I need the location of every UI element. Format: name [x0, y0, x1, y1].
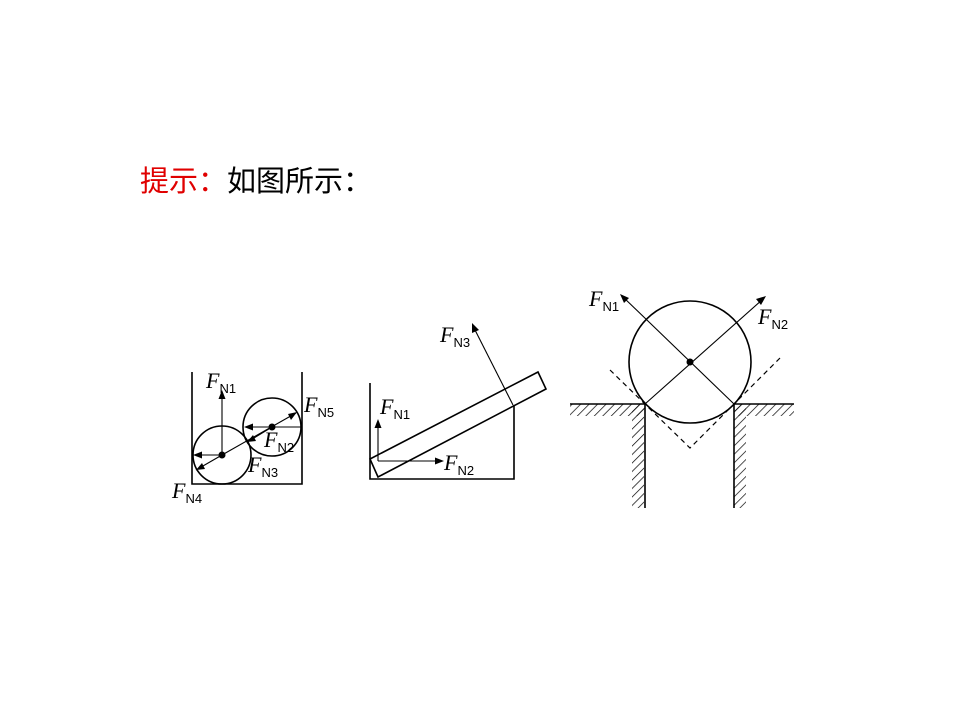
arrowhead	[756, 296, 766, 305]
label-fn4: FN4	[171, 478, 202, 506]
label-fn1: FN1	[588, 286, 619, 314]
ball	[628, 300, 752, 424]
rod-in-container-diagram: FN3 FN1 FN2	[368, 322, 548, 480]
label-fn2: FN2	[263, 427, 294, 455]
container	[369, 383, 515, 480]
label-fn3: FN3	[247, 452, 278, 480]
arrowhead	[435, 457, 444, 465]
force-line-fn1	[621, 295, 735, 405]
label-fn2: FN2	[443, 450, 474, 478]
two-balls-diagram: FN1 FN5 FN2 FN3 FN4	[171, 368, 334, 506]
arrowhead	[196, 463, 205, 470]
label-fn1: FN1	[379, 394, 410, 422]
container	[191, 372, 303, 485]
label-fn5: FN5	[303, 392, 334, 420]
ground-hatch-right	[734, 404, 794, 416]
wall-hatch-right	[734, 404, 746, 508]
hint-label: 提示：	[140, 166, 228, 198]
wall-hatch-left	[632, 404, 644, 508]
ground-hatch-left	[570, 404, 645, 416]
label-fn1: FN1	[205, 368, 236, 396]
arrowhead	[247, 435, 256, 442]
ball-on-slot-diagram: FN1 FN2	[570, 286, 794, 508]
hint-line: 提示：如图所示：	[140, 162, 372, 202]
arrowhead	[244, 423, 253, 431]
arrowhead	[620, 294, 629, 303]
arrowhead	[472, 323, 479, 333]
force-line-fn2	[644, 298, 764, 405]
arrowhead	[218, 390, 226, 399]
force-arrow-fn2	[221, 412, 297, 456]
label-fn3: FN3	[439, 322, 470, 350]
arrowhead	[288, 412, 297, 420]
force-arrow-fn3	[473, 327, 514, 406]
hint-text: 如图所示：	[227, 166, 373, 198]
tangent-lines	[609, 357, 781, 449]
arrowhead	[193, 451, 202, 459]
arrowhead	[374, 419, 382, 428]
label-fn2: FN2	[757, 304, 788, 332]
rod	[368, 370, 548, 479]
